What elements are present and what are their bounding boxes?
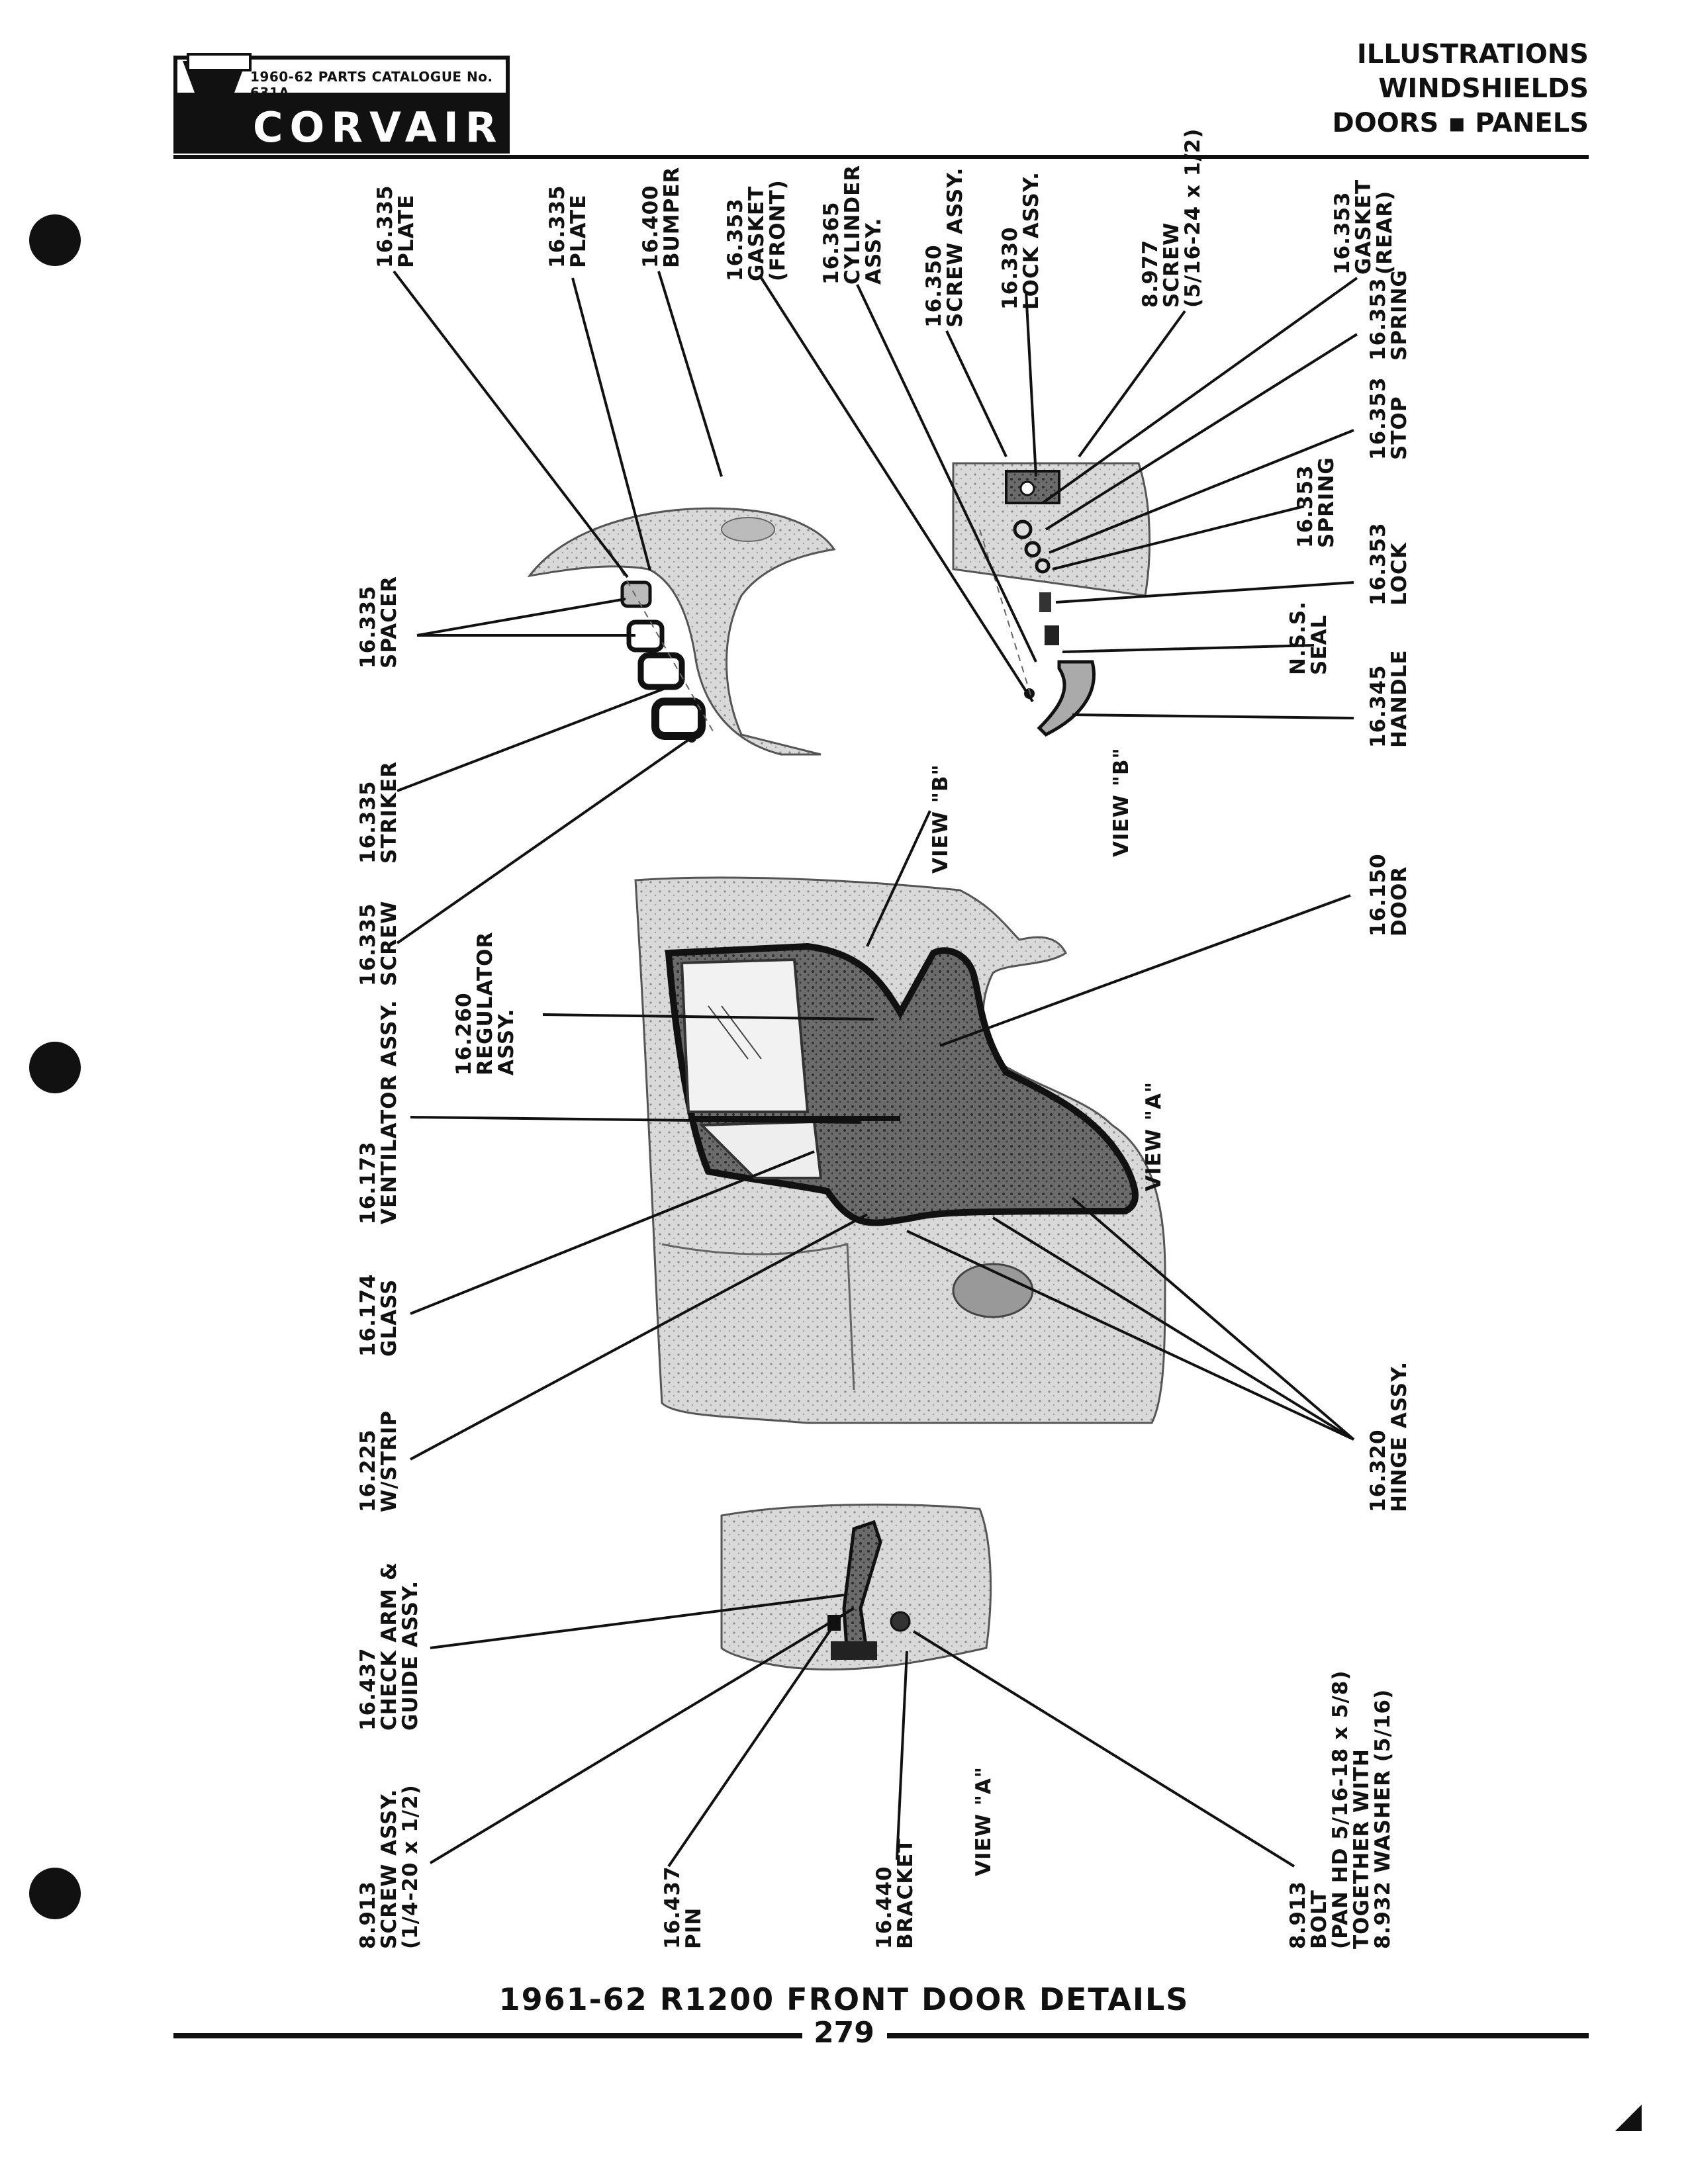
label-16335-plate-a: 16.335 PLATE bbox=[373, 185, 418, 268]
label-16320-hinge: 16.320 HINGE ASSY. bbox=[1366, 1361, 1411, 1512]
view-a-label-2: VIEW "A" bbox=[972, 1766, 996, 1876]
label-16345-handle: 16.345 HANDLE bbox=[1366, 649, 1411, 748]
header-rule bbox=[173, 155, 1589, 159]
label-16353-spring-a: 16.353 SPRING bbox=[1366, 269, 1411, 361]
label-16225-wstrip: 16.225 W/STRIP bbox=[356, 1410, 401, 1512]
label-16335-spacer: 16.335 SPACER bbox=[356, 576, 401, 668]
brand-name: CORVAIR bbox=[253, 103, 504, 152]
section-title-doors-panels: DOORS ▪ PANELS bbox=[1332, 108, 1589, 138]
punch-hole-top bbox=[29, 214, 81, 266]
label-16335-striker: 16.335 STRIKER bbox=[356, 761, 401, 864]
label-16440-bracket: 16.440 BRACKET bbox=[872, 1838, 917, 1949]
label-16353-gasket-front: 16.353 GASKET (FRONT) bbox=[724, 179, 790, 281]
punch-hole-middle bbox=[29, 1042, 81, 1093]
page-number: 279 bbox=[814, 2016, 874, 2050]
label-16335-plate-b: 16.335 PLATE bbox=[545, 185, 590, 268]
label-16437-pin: 16.437 PIN bbox=[661, 1866, 706, 1949]
label-16437-check-arm: 16.437 CHECK ARM & GUIDE ASSY. bbox=[356, 1562, 422, 1731]
door-assembly-illustration bbox=[634, 876, 1166, 1424]
footer-rule-right bbox=[887, 2033, 1589, 2038]
label-16150-door: 16.150 DOOR bbox=[1366, 853, 1411, 936]
leader-lines bbox=[393, 270, 1358, 1868]
striker-pillar-illustration bbox=[527, 507, 836, 756]
label-16335-screw: 16.335 SCREW bbox=[356, 900, 401, 986]
figure-caption: 1961-62 R1200 FRONT DOOR DETAILS bbox=[498, 1981, 1190, 2017]
label-16330-lock-assy: 16.330 LOCK ASSY. bbox=[998, 171, 1043, 310]
view-a-label-1: VIEW "A" bbox=[1142, 1081, 1166, 1191]
label-8913-bolt: 8.913 BOLT (PAN HD 5/16-18 x 5/8) TOGETH… bbox=[1286, 1670, 1395, 1950]
view-b-label-2: VIEW "B" bbox=[1109, 747, 1133, 857]
chevrolet-emblem-icon bbox=[183, 61, 246, 146]
label-16353-spring-b: 16.353 SPRING bbox=[1293, 457, 1338, 548]
label-16173-ventilator: 16.173 VENTILATOR ASSY. bbox=[356, 999, 401, 1224]
emblem-badge-icon bbox=[187, 53, 252, 71]
view-b-label-1: VIEW "B" bbox=[929, 764, 953, 874]
punch-hole-bottom bbox=[29, 1868, 81, 1919]
section-title-windshields: WINDSHIELDS bbox=[1378, 73, 1589, 104]
label-16353-gasket-rear: 16.353 GASKET (REAR) bbox=[1331, 179, 1397, 275]
label-8977-screw: 8.977 SCREW (5/16-24 x 1/2) bbox=[1139, 128, 1205, 308]
label-16174-glass: 16.174 GLASS bbox=[356, 1273, 401, 1357]
check-arm-illustration bbox=[720, 1503, 992, 1671]
footer-rule-left bbox=[173, 2033, 802, 2038]
label-8913-screw-assy: 8.913 SCREW ASSY. (1/4-20 x 1/2) bbox=[356, 1784, 422, 1949]
label-16353-stop: 16.353 STOP bbox=[1366, 377, 1411, 460]
label-nss-seal: N.S.S. SEAL bbox=[1286, 601, 1331, 675]
label-16365-cylinder: 16.365 CYLINDER ASSY. bbox=[820, 164, 886, 285]
corvair-logo: 1960-62 PARTS CATALOGUE No. 631A CORVAIR bbox=[173, 53, 510, 154]
label-16350-screw-assy: 16.350 SCREW ASSY. bbox=[922, 167, 967, 328]
section-title-illustrations: ILLUSTRATIONS bbox=[1356, 39, 1589, 69]
label-16400-bumper: 16.400 BUMPER bbox=[639, 166, 684, 268]
label-16353-lock: 16.353 LOCK bbox=[1366, 522, 1411, 606]
corner-mark-icon bbox=[1615, 2105, 1642, 2131]
label-16260-regulator: 16.260 REGULATOR ASSY. bbox=[452, 931, 518, 1075]
